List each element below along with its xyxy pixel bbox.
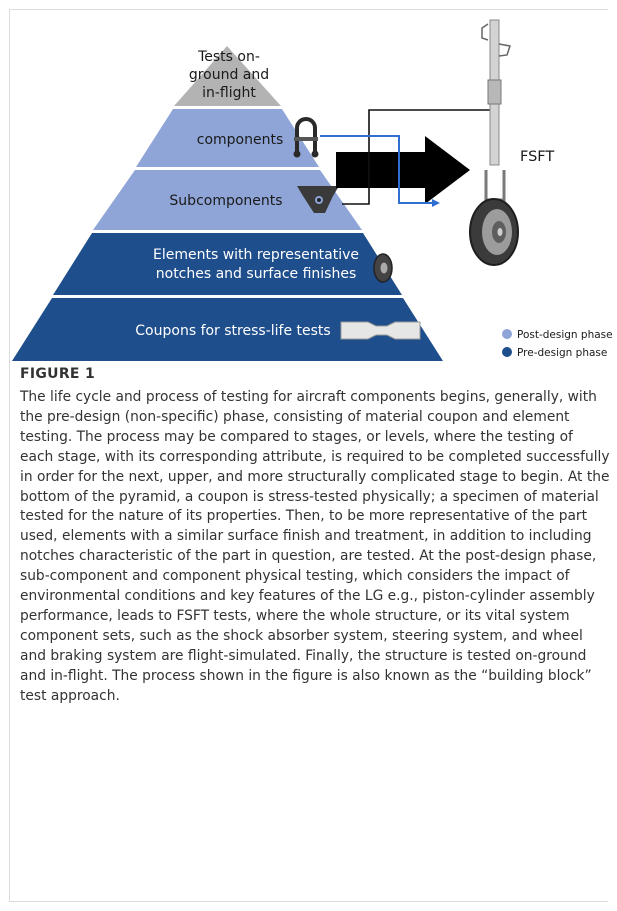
progression-arrow-icon	[336, 136, 470, 204]
component-connector-arrowhead	[432, 199, 440, 207]
building-block-diagram: Tests on- ground and in-flight component…	[12, 19, 613, 361]
fsft-label: FSFT	[520, 149, 554, 165]
shackle-component-icon	[293, 117, 319, 158]
tier-flight-label-3: in-flight	[202, 85, 256, 101]
component-connector	[320, 135, 432, 204]
coupon-specimen-icon	[340, 321, 421, 340]
landing-gear-icon	[469, 19, 519, 266]
tier-elements-label-1: Elements with representative	[153, 247, 359, 263]
legend: Post-design phase Pre-design phase	[502, 329, 613, 359]
legend-post-design-swatch	[502, 329, 512, 339]
legend-pre-design-label: Pre-design phase	[517, 347, 607, 359]
legend-pre-design-swatch	[502, 347, 512, 357]
tier-flight	[174, 46, 281, 106]
tier-elements	[53, 233, 402, 295]
tier-components-label: components	[197, 132, 284, 148]
tier-coupons-label: Coupons for stress-life tests	[135, 323, 330, 339]
tier-flight-label-1: Tests on-	[197, 49, 260, 65]
tier-subcomponents-label: Subcomponents	[169, 193, 282, 209]
tier-flight-label-2: ground and	[189, 67, 269, 83]
figure-frame	[9, 9, 608, 902]
figure-caption: The life cycle and process of testing fo…	[20, 389, 610, 704]
legend-post-design-label: Post-design phase	[517, 329, 613, 341]
tier-components	[136, 109, 319, 167]
notched-element-icon	[373, 253, 393, 283]
tier-coupons	[12, 298, 443, 361]
figure-title: FIGURE 1	[20, 366, 95, 382]
bracket-subcomponent-icon	[297, 186, 339, 213]
tier-subcomponents	[93, 170, 362, 230]
tier-elements-label-2: notches and surface finishes	[156, 266, 357, 282]
